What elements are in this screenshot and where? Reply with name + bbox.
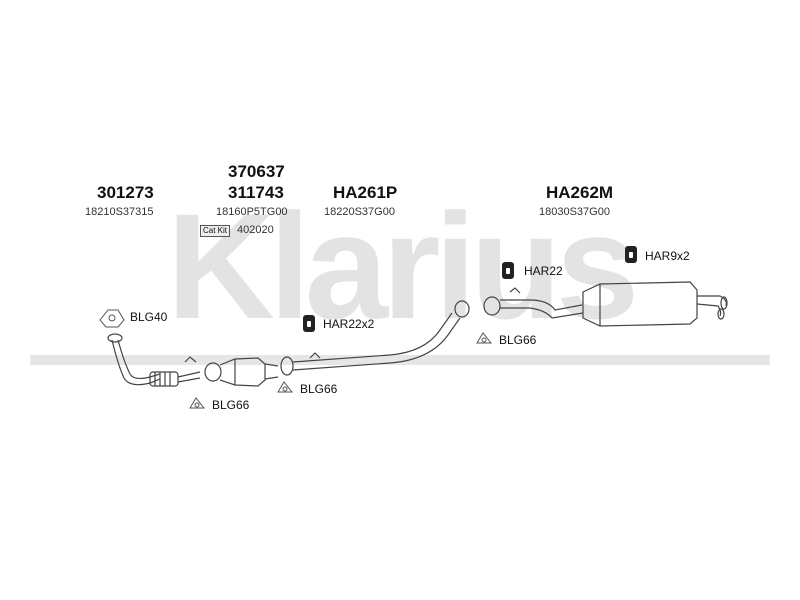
catalytic-converter[interactable] [204, 357, 279, 387]
column-2-oem: 18160P5TG00 [216, 206, 288, 218]
watermark-text: Klarius [167, 182, 634, 350]
label-blg66-c: BLG66 [499, 333, 537, 347]
column-3-oem: 18220S37G00 [324, 206, 395, 218]
cat-kit-number: 402020 [237, 224, 274, 236]
column-2-code: 311743 [228, 183, 284, 202]
column-1-oem: 18210S37315 [85, 206, 154, 218]
centre-pipe[interactable] [280, 300, 470, 376]
gasket-blg66-c-icon [476, 332, 493, 344]
column-2-top-code: 370637 [228, 162, 285, 181]
label-blg66-a: BLG66 [212, 398, 250, 412]
label-har22x2: HAR22x2 [323, 317, 375, 331]
cat-kit-badge: Cat Kit [200, 225, 231, 237]
gasket-blg66-a-icon [189, 397, 206, 409]
hanger-har9x2-icon [625, 246, 637, 263]
hanger-har22x2-icon [303, 315, 315, 332]
label-blg66-b: BLG66 [300, 382, 338, 396]
hanger-har22-icon [502, 262, 514, 279]
column-1-code: 301273 [97, 183, 154, 202]
label-har22: HAR22 [524, 264, 563, 278]
rear-silencer[interactable] [483, 281, 728, 327]
column-3-code: HA261P [333, 183, 398, 202]
gasket-blg40-icon [99, 309, 125, 328]
front-pipe[interactable] [107, 333, 201, 387]
column-4-code: HA262M [546, 183, 614, 202]
label-blg40: BLG40 [130, 310, 168, 324]
gasket-blg66-b-icon [277, 381, 294, 393]
watermark: Klarius [30, 182, 770, 365]
column-4-oem: 18030S37G00 [539, 206, 610, 218]
label-har9x2: HAR9x2 [645, 249, 690, 263]
